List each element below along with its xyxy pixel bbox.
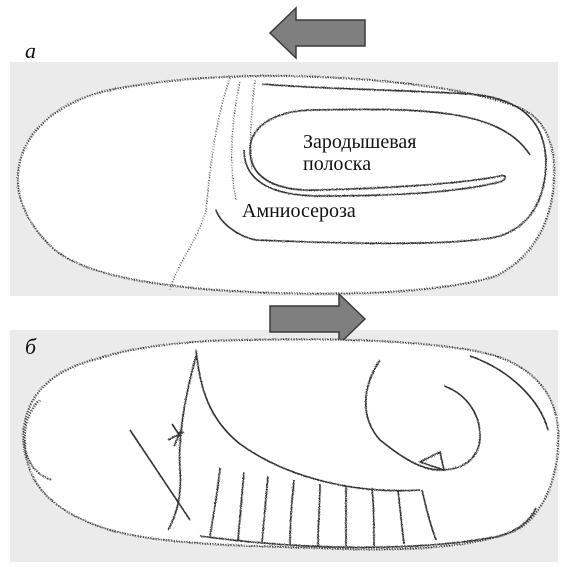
- panel-a: а Зародышевая полоска Амниосероза: [10, 8, 558, 296]
- germ-band-label: Зародышевая: [303, 131, 416, 153]
- arrow-left-icon: [270, 8, 365, 58]
- germ-band-label-2: полоска: [303, 153, 371, 175]
- embryo-a-outline: [18, 76, 554, 294]
- amnioserosa-label: Амниосероза: [242, 200, 356, 222]
- panel-a-label: а: [25, 38, 36, 63]
- panel-b: б: [10, 294, 558, 562]
- panel-b-label: б: [25, 334, 37, 359]
